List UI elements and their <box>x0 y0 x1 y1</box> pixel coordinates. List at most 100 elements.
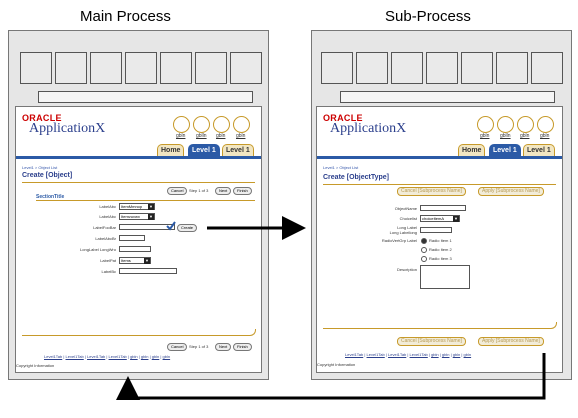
title-underline <box>323 184 556 185</box>
checkmark-icon <box>166 221 176 231</box>
footer-link[interactable]: gbln <box>162 354 171 359</box>
footer-link[interactable]: Level1Tab <box>87 354 106 359</box>
tab-home[interactable]: Home <box>458 144 486 156</box>
cancel-subprocess-button[interactable]: Cancel [Subprocess Name] <box>397 187 466 196</box>
field-label: Long Label <box>397 225 417 230</box>
tab-level1-active[interactable]: Level 1 <box>188 144 220 156</box>
global-link[interactable]: gbln <box>520 133 530 139</box>
long-label-field[interactable] <box>420 227 452 233</box>
radio-button[interactable] <box>421 247 427 253</box>
footer-link[interactable]: gbln <box>452 352 461 357</box>
radio-button[interactable] <box>421 256 427 262</box>
select-field[interactable]: ItemMmnop▼ <box>119 203 155 210</box>
tab-level1[interactable]: Level 1 <box>523 144 555 156</box>
footer-link[interactable]: gbln <box>130 354 138 359</box>
footer-link[interactable]: Level1Tab <box>409 352 428 357</box>
radio-label: Radio Item 2 <box>429 247 452 252</box>
global-link[interactable]: gbln <box>540 133 550 139</box>
toolbar-slot <box>461 52 493 84</box>
sub-page: ORACLE ApplicationX gbln gblln gbln gbln… <box>316 106 563 373</box>
apply-subprocess-button[interactable]: Apply [Subprocess Name] <box>478 337 544 346</box>
footer-link[interactable]: Level1Tab <box>65 354 84 359</box>
global-link[interactable]: gbln <box>480 133 490 139</box>
choicelist-select[interactable]: choiceItemA▼ <box>420 215 460 222</box>
cancel-button[interactable]: Cancel <box>167 343 188 351</box>
global-link[interactable]: gblln <box>500 133 511 139</box>
radio-button[interactable] <box>421 238 427 244</box>
next-button[interactable]: Next <box>215 343 232 351</box>
field-label: LabelFooBar <box>93 225 116 230</box>
global-link[interactable]: gbln <box>236 133 246 139</box>
footer-link[interactable]: Level1Tab <box>44 354 63 359</box>
tab-level1-active[interactable]: Level 1 <box>489 144 521 156</box>
chevron-down-icon: ▼ <box>148 204 154 210</box>
create-button[interactable]: Create <box>177 224 198 232</box>
field-label: LabelAbcBr <box>95 236 116 241</box>
footer-link[interactable]: gbln <box>431 352 439 357</box>
footer-link[interactable]: Level1Tab <box>108 354 127 359</box>
cancel-button[interactable]: Cancel <box>167 187 188 195</box>
select-value: Itemvuvwx <box>121 214 140 219</box>
text-field[interactable] <box>119 268 177 274</box>
field-label: RadioVertGrp Label <box>381 238 417 243</box>
cancel-subprocess-button[interactable]: Cancel [Subprocess Name] <box>397 337 466 346</box>
footer-link[interactable]: Level1Tab <box>366 352 385 357</box>
step-indicator: Step 1 of 3 <box>189 344 209 349</box>
description-textarea[interactable] <box>420 265 470 289</box>
text-field[interactable] <box>119 235 145 241</box>
footer-link[interactable]: Level1Tab <box>388 352 407 357</box>
global-icon[interactable] <box>193 116 210 133</box>
field-label: Description <box>396 267 417 272</box>
breadcrumb[interactable]: Level1 > Object List <box>22 165 58 170</box>
footer-link[interactable]: gbln <box>441 352 450 357</box>
breadcrumb[interactable]: Level1 > Object List <box>323 165 359 170</box>
text-field[interactable] <box>119 246 151 252</box>
main-page: ORACLE ApplicationX gbln gblln gbln gbln… <box>15 106 262 373</box>
radio-label: Radio Item 1 <box>429 238 452 243</box>
footer-link[interactable]: gbln <box>463 352 472 357</box>
tab-bar-line <box>317 156 562 159</box>
text-field[interactable] <box>119 224 175 230</box>
next-button[interactable]: Next <box>215 187 232 195</box>
select-field[interactable]: Items▼ <box>119 257 151 264</box>
finish-button[interactable]: Finish <box>233 343 252 351</box>
object-name-field[interactable] <box>420 205 466 211</box>
page-title: Create [Object] <box>22 172 73 179</box>
app-name: ApplicationX <box>29 121 106 136</box>
toolbar-slot <box>20 52 52 84</box>
global-icon[interactable] <box>477 116 494 133</box>
field-label: LongLabel LongWro <box>80 247 116 252</box>
tab-level1[interactable]: Level 1 <box>222 144 254 156</box>
footer-link[interactable]: gbln <box>140 354 149 359</box>
apply-subprocess-button[interactable]: Apply [Subprocess Name] <box>478 187 544 196</box>
footer-link[interactable]: gbln <box>151 354 160 359</box>
copyright: Copyright Information <box>16 363 55 368</box>
toolbar-slot <box>160 52 192 84</box>
global-icon[interactable] <box>497 116 514 133</box>
field-label: Choicelist <box>399 216 417 221</box>
global-link[interactable]: gblln <box>196 133 207 139</box>
global-link[interactable]: gbln <box>216 133 226 139</box>
global-icon[interactable] <box>213 116 230 133</box>
arrow-return-to-main <box>116 353 546 400</box>
select-value: choiceItemA <box>422 216 445 221</box>
toolbar-slot <box>391 52 423 84</box>
section-underline <box>36 200 255 201</box>
global-link[interactable]: gbln <box>176 133 186 139</box>
field-label: LabelPat <box>100 258 116 263</box>
global-icon[interactable] <box>537 116 554 133</box>
finish-button[interactable]: Finish <box>233 187 252 195</box>
field-label: ObjectName <box>394 206 417 211</box>
global-icon[interactable] <box>173 116 190 133</box>
footer-links: Level1Tab | Level1Tab | Level1Tab | Leve… <box>44 354 171 359</box>
field-label: LabelAbc <box>99 204 116 209</box>
toolbar-slot <box>195 52 227 84</box>
main-process-heading: Main Process <box>80 8 171 25</box>
global-icon[interactable] <box>233 116 250 133</box>
select-field[interactable]: Itemvuvwx▼ <box>119 213 155 220</box>
global-icon[interactable] <box>517 116 534 133</box>
footer-link[interactable]: Level1Tab <box>345 352 364 357</box>
copyright: Copyright Information <box>317 362 356 367</box>
tab-home[interactable]: Home <box>157 144 185 156</box>
toolbar-slot <box>321 52 353 84</box>
